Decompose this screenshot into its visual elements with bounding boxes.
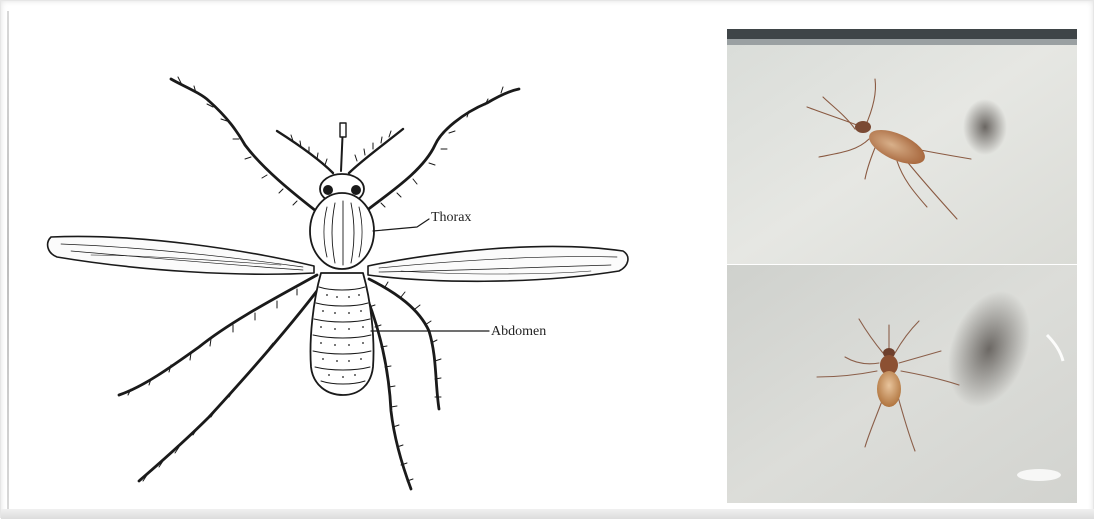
thorax <box>310 193 374 269</box>
photo-mosquito-top <box>727 29 1077 264</box>
photo-mosquito-bottom <box>727 265 1077 503</box>
antenna-right <box>349 129 403 173</box>
front-leg-left <box>171 79 316 211</box>
abdomen-label: Abdomen <box>491 324 546 339</box>
right-wing <box>368 246 628 281</box>
thorax-label: Thorax <box>431 210 471 225</box>
eye-left <box>323 185 333 195</box>
thorax-leader-line <box>373 219 429 231</box>
shadow <box>963 99 1007 155</box>
hind-leg-left <box>139 283 323 481</box>
antenna-left <box>277 131 333 173</box>
frame-left-edge <box>7 11 9 511</box>
abdomen <box>310 273 373 395</box>
middle-leg-right <box>369 279 439 409</box>
middle-leg-left <box>119 275 317 395</box>
mosquito-illustration: Thorax Abdomen <box>31 61 671 501</box>
front-leg-right <box>366 89 519 211</box>
eye-right <box>351 185 361 195</box>
left-wing <box>48 236 314 274</box>
mosquito-body-bottom <box>877 371 901 407</box>
